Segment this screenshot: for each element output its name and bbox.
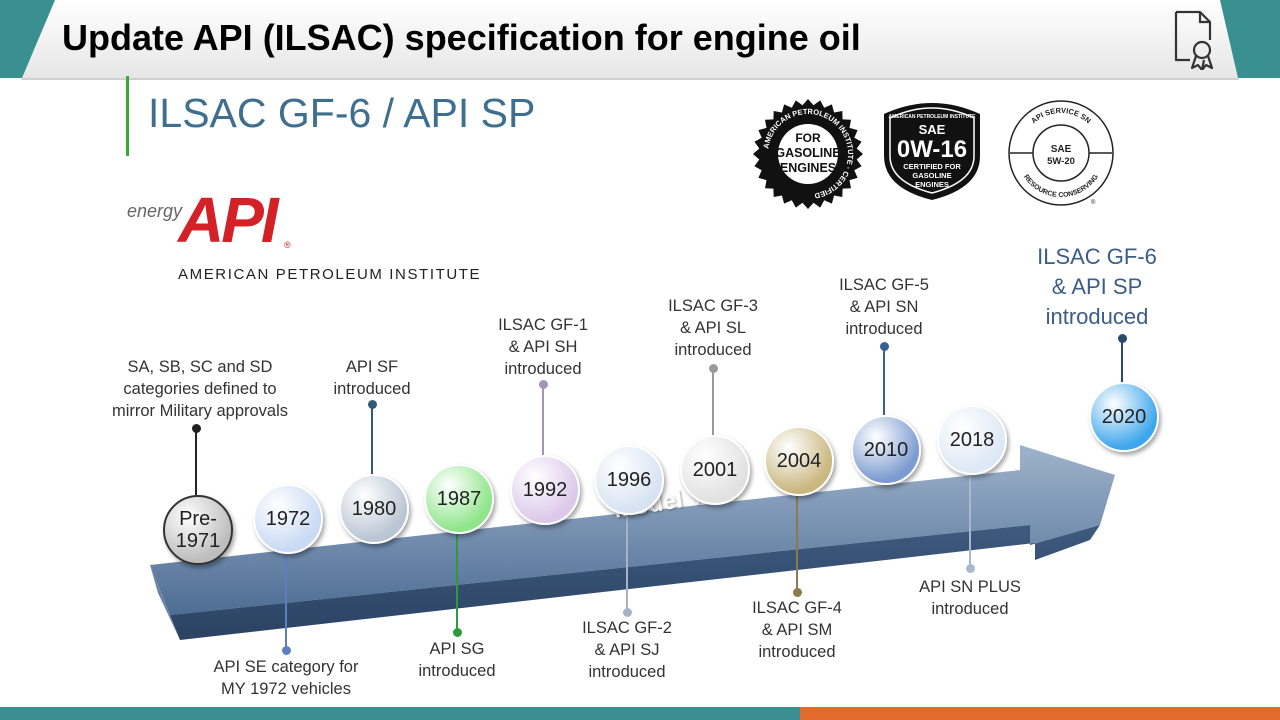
api-service-donut-seal: API SERVICE SN RESOURCE CONSERVING SAE 5…: [1008, 100, 1114, 206]
timeline-stem-1996: [626, 511, 628, 612]
timeline-label-2004: ILSAC GF-4 & API SM introduced: [752, 599, 842, 661]
timeline-label-pre1971: SA, SB, SC and SD categories defined to …: [111, 358, 289, 420]
timeline-label-1972: API SE category for MY 1972 vehicles: [213, 658, 359, 698]
timeline-dot-2018: [965, 563, 975, 573]
sae-0w16-shield-seal: AMERICAN PETROLEUM INSTITUTE SAE 0W-16 C…: [884, 103, 980, 200]
certificate-document-icon: [1174, 10, 1214, 70]
timeline-dot-2010: [879, 341, 889, 351]
header-title: Update API (ILSAC) specification for eng…: [62, 17, 861, 58]
timeline-label-2020: ILSAC GF-6 & API SP introduced: [1037, 244, 1157, 329]
timeline-year-2010: 2010: [851, 415, 921, 485]
api-logo-mark: API: [178, 184, 279, 256]
timeline-year-pre1971: Pre- 1971: [163, 495, 233, 565]
shield-line-2: GASOLINE: [912, 171, 951, 180]
timeline-dot-1972: [281, 645, 291, 655]
shield-top-text: AMERICAN PETROLEUM INSTITUTE: [889, 114, 977, 120]
timeline-label-2010: ILSAC GF-5 & API SN introduced: [839, 276, 929, 338]
slide-title: ILSAC GF-6 / API SP: [148, 90, 536, 136]
timeline-stem-1992: [542, 384, 544, 455]
starburst-line-2: GASOLINE: [775, 146, 840, 160]
timeline-year-2001: 2001: [680, 435, 750, 505]
timeline-label-1987: API SG introduced: [418, 640, 496, 680]
model-year-arrow: [150, 445, 1115, 640]
timeline-year-2004: 2004: [764, 426, 834, 496]
timeline-year-2018: 2018: [937, 405, 1007, 475]
timeline-label-1996: ILSAC GF-2 & API SJ introduced: [582, 619, 672, 681]
timeline-stem-2010: [883, 346, 885, 415]
donut-sae: SAE: [1051, 144, 1072, 155]
timeline-year-1987: 1987: [424, 464, 494, 534]
timeline-stem-pre1971: [195, 428, 197, 495]
starburst-line-3: ENGINES: [780, 161, 836, 175]
shield-grade: 0W-16: [897, 136, 967, 163]
timeline-year-2020: 2020: [1089, 382, 1159, 452]
shield-sae: SAE: [919, 122, 946, 137]
donut-grade: 5W-20: [1047, 156, 1075, 167]
donut-registered-mark: ®: [1091, 199, 1096, 206]
timeline-dot-2020: [1117, 333, 1127, 343]
timeline-year-1972: 1972: [253, 484, 323, 554]
timeline-dot-1980: [367, 399, 377, 409]
timeline-dot-1992: [538, 379, 548, 389]
timeline-year-1996: 1996: [594, 445, 664, 515]
timeline-dot-2004: [792, 587, 802, 597]
timeline-stem-1980: [371, 404, 373, 474]
registered-mark: ®: [284, 240, 291, 250]
footer-orange-bar: [800, 707, 1280, 720]
timeline-stem-2004: [796, 492, 798, 592]
api-certified-starburst-seal: AMERICAN PETROLEUM INSTITUTE · CERTIFIED…: [753, 99, 863, 209]
shield-line-3: ENGINES: [915, 180, 949, 189]
timeline-stem-1972: [285, 550, 287, 650]
timeline-dot-1987: [452, 627, 462, 637]
timeline-dot-2001: [708, 363, 718, 373]
starburst-line-1: FOR: [795, 131, 821, 145]
timeline-label-1992: ILSAC GF-1 & API SH introduced: [498, 316, 588, 378]
timeline-stem-2001: [712, 368, 714, 435]
footer-teal-bar: [0, 707, 800, 720]
api-logo-energy: energy: [127, 201, 183, 221]
timeline-label-1980: API SF introduced: [333, 358, 411, 398]
api-logo-name: AMERICAN PETROLEUM INSTITUTE: [178, 266, 482, 283]
title-accent-bar: [126, 76, 129, 156]
timeline-label-2018: API SN PLUS introduced: [919, 578, 1021, 618]
timeline-dot-pre1971: [191, 423, 201, 433]
timeline-year-1992: 1992: [510, 455, 580, 525]
timeline-stem-2020: [1121, 338, 1123, 382]
timeline-year-1980: 1980: [339, 474, 409, 544]
timeline-dot-1996: [622, 607, 632, 617]
timeline-stem-2018: [969, 471, 971, 568]
timeline-stem-1987: [456, 530, 458, 632]
header-banner: [21, 0, 1239, 80]
timeline-label-2001: ILSAC GF-3 & API SL introduced: [668, 297, 758, 359]
shield-line-1: CERTIFIED FOR: [903, 162, 961, 171]
